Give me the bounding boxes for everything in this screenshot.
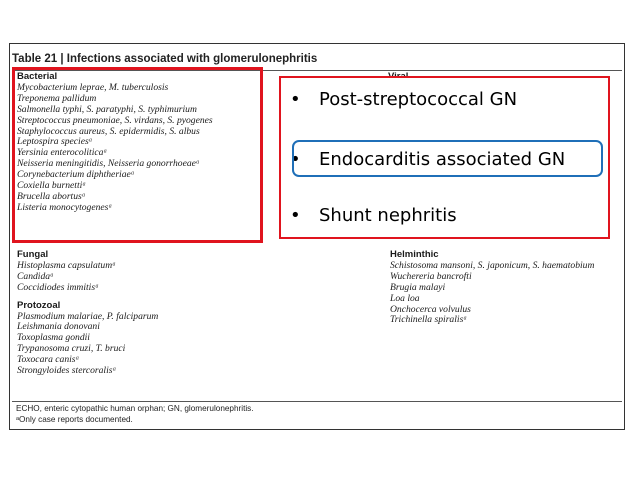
list-item: Mycobacterium leprae, M. tuberculosis xyxy=(17,81,169,93)
list-item: Coxiella burnettiᵃ xyxy=(17,180,87,192)
list-item: Salmonella typhi, S. paratyphi, S. typhi… xyxy=(17,103,197,115)
list-item: Brugia malayi xyxy=(390,281,446,293)
list-item: Toxocara canisᵃ xyxy=(17,354,80,366)
bullet-item: • Endocarditis associated GN xyxy=(290,149,565,170)
list-item: Schistosoma mansoni, S. japonicum, S. ha… xyxy=(390,259,595,271)
list-item: Wuchereria bancrofti xyxy=(390,270,472,282)
table-footnotes: ECHO, enteric cytopathic human orphan; G… xyxy=(16,404,254,425)
list-item: Corynebacterium diphtheriaeᵃ xyxy=(17,169,135,181)
list-item: Listeria monocytogenesᵃ xyxy=(17,201,113,213)
bullet-item: • Post-streptococcal GN xyxy=(290,89,517,110)
protozoal-heading: Protozoal xyxy=(17,299,61,311)
bacterial-section: Bacterial Mycobacterium leprae, M. tuber… xyxy=(17,71,213,214)
list-item: Brucella abortusᵃ xyxy=(17,190,86,202)
list-item: Trypanosoma cruzi, T. bruci xyxy=(17,343,126,355)
endocarditis-highlight-box xyxy=(292,140,603,177)
list-item: Onchocerca volvulus xyxy=(390,303,471,315)
footnote-abbreviations: ECHO, enteric cytopathic human orphan; G… xyxy=(16,404,254,413)
list-item: Yersinia enterocoliticaᵃ xyxy=(17,147,108,159)
list-item: Treponema pallidum xyxy=(17,92,97,104)
list-item: Plasmodium malariae, P. falciparum xyxy=(17,310,159,322)
list-item: Coccidiodes immitisᵃ xyxy=(17,281,99,293)
list-item: Streptococcus pneumoniae, S. virdans, S.… xyxy=(17,114,213,126)
viral-heading: Viral xyxy=(388,71,409,77)
footnote-case-reports: ᵃOnly case reports documented. xyxy=(16,414,133,424)
list-item: Toxoplasma gondii xyxy=(17,332,90,344)
bullet-text: Endocarditis associated GN xyxy=(319,149,566,170)
bullet-icon: • xyxy=(290,89,301,110)
bullet-text: Shunt nephritis xyxy=(319,205,457,226)
list-item: Trichinella spiralisᵃ xyxy=(390,314,468,326)
bullet-item: • Shunt nephritis xyxy=(290,205,457,226)
list-item: Candidaᵃ xyxy=(17,270,54,282)
bullet-icon: • xyxy=(290,149,301,170)
list-item: Neisseria meningitidis, Neisseria gonorr… xyxy=(17,158,200,170)
footer-divider xyxy=(12,401,622,402)
list-item: Staphylococcus aureus, S. epidermidis, S… xyxy=(17,125,200,137)
list-item: Loa loa xyxy=(390,292,420,304)
bullet-text: Post-streptococcal GN xyxy=(319,89,518,110)
bullet-overlay-box: • Post-streptococcal GN • Endocarditis ass… xyxy=(279,76,610,239)
fungal-heading: Fungal xyxy=(17,249,49,260)
bullet-icon: • xyxy=(290,205,301,226)
helminthic-section: Helminthic Schistosoma mansoni, S. japon… xyxy=(390,249,595,326)
list-item: Leishmania donovani xyxy=(17,321,100,333)
table-title: Table 21 | Infections associated with gl… xyxy=(12,53,622,71)
fungal-protozoal-section: Fungal Histoplasma capsulatumᵃ Candidaᵃ … xyxy=(17,249,159,377)
helminthic-heading: Helminthic xyxy=(390,249,439,260)
list-item: Strongyloides stercoralisᵃ xyxy=(17,365,117,377)
bacterial-highlight-box xyxy=(12,67,263,243)
bacterial-heading: Bacterial xyxy=(17,71,58,82)
list-item: Histoplasma capsulatumᵃ xyxy=(17,259,116,271)
list-item: Leptospira speciesᵃ xyxy=(17,136,93,148)
